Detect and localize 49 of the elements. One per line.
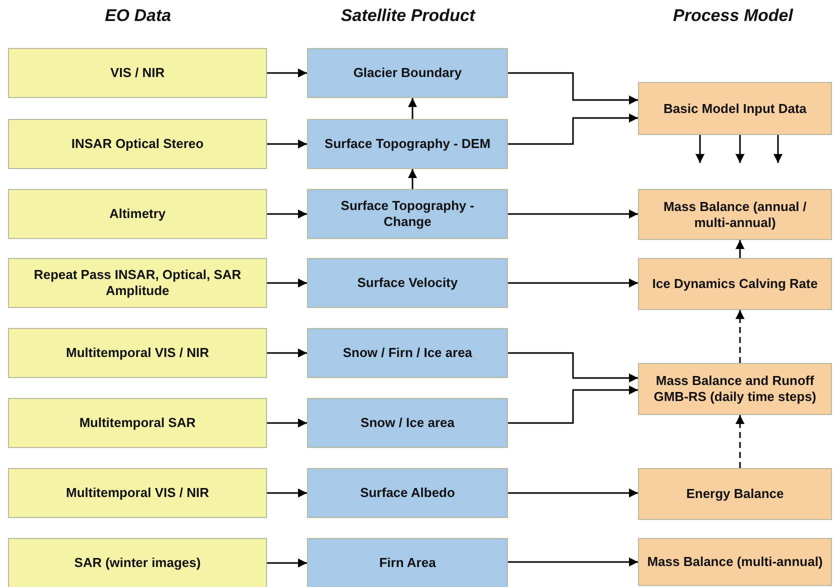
arrow — [267, 558, 307, 568]
process-box: Surface Velocity — [307, 258, 508, 308]
arrow — [736, 240, 744, 258]
arrow — [508, 352, 638, 382]
process-box: Surface Topography - Change — [307, 189, 508, 239]
process-box: Multitemporal SAR — [8, 398, 267, 448]
process-box: Ice Dynamics Calving Rate — [638, 258, 832, 310]
arrow — [508, 72, 638, 104]
process-box: INSAR Optical Stereo — [8, 119, 267, 169]
arrow — [508, 210, 638, 218]
dashed-arrow — [736, 310, 744, 363]
process-box: Surface Topography - DEM — [307, 119, 508, 169]
arrow — [408, 169, 417, 189]
dashed-arrow — [736, 415, 744, 468]
arrow — [267, 488, 307, 498]
process-box: Multitemporal VIS / NIR — [8, 468, 267, 518]
arrow — [408, 98, 417, 119]
process-box: Mass Balance (multi-annual) — [638, 538, 832, 586]
arrow — [267, 210, 307, 218]
arrow — [267, 68, 307, 78]
arrow — [267, 278, 307, 288]
process-box: Snow / Ice area — [307, 398, 508, 448]
process-box: Altimetry — [8, 189, 267, 239]
process-box: Glacier Boundary — [307, 48, 508, 98]
process-box: Mass Balance and Runoff GMB-RS (daily time steps) — [638, 363, 832, 415]
process-box: SAR (winter images) — [8, 538, 267, 587]
process-box: Snow / Firn / Ice area — [307, 328, 508, 378]
arrow — [508, 558, 638, 566]
arrow — [267, 140, 307, 148]
process-box: VIS / NIR — [8, 48, 267, 98]
column-heading: Process Model — [672, 6, 794, 26]
arrow — [508, 114, 638, 145]
process-box: Energy Balance — [638, 468, 832, 520]
process-box: Surface Albedo — [307, 468, 508, 518]
process-box: Firn Area — [307, 538, 508, 587]
process-box: Basic Model Input Data — [638, 82, 832, 135]
process-box: Mass Balance (annual / multi-annual) — [638, 189, 832, 240]
process-box: Multitemporal VIS / NIR — [8, 328, 267, 378]
arrow — [736, 135, 744, 163]
arrow — [267, 348, 307, 358]
arrow — [696, 135, 704, 163]
arrow — [267, 418, 307, 428]
arrow — [774, 135, 782, 163]
arrow — [508, 386, 638, 424]
arrow — [508, 278, 638, 288]
column-heading: EO Data — [104, 6, 172, 26]
arrow — [508, 488, 638, 498]
column-heading: Satellite Product — [340, 6, 476, 26]
process-box: Repeat Pass INSAR, Optical, SAR Amplitude — [8, 258, 267, 308]
